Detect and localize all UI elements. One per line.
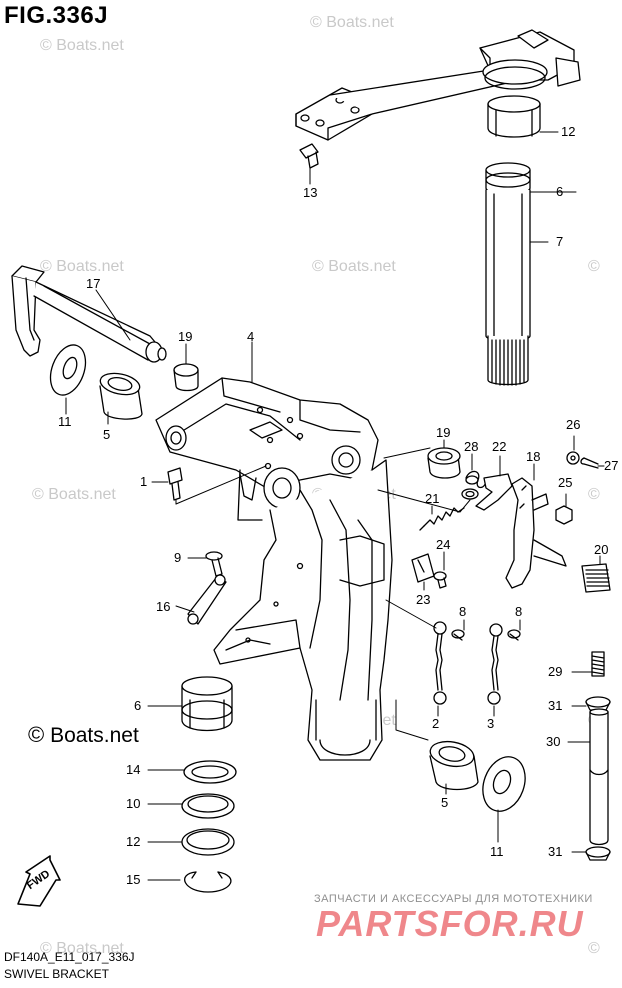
leader-lines: [65, 131, 605, 881]
pin-part: [566, 451, 580, 465]
washer-part: [49, 344, 87, 396]
bushing-part: [99, 372, 143, 420]
callout-label: 16: [156, 599, 171, 614]
washer-part: [183, 760, 237, 784]
callout-label: 12: [561, 124, 576, 139]
bolt-part: [451, 629, 465, 641]
callout-label: 31: [548, 698, 563, 713]
shaft-collar-part: [487, 95, 541, 138]
callout-label: 29: [548, 664, 563, 679]
callout-label: 21: [425, 491, 440, 506]
callout-label: 24: [436, 537, 451, 552]
ground-wire-part: [487, 623, 503, 705]
callout-label: 13: [303, 185, 318, 200]
promo-logo: PARTSFOR.RU: [316, 903, 584, 944]
watermark-large: © Boats.net: [28, 722, 139, 747]
watermark: ©: [588, 940, 600, 957]
bolt-part: [167, 467, 183, 501]
callout-label: 8: [515, 604, 523, 619]
bushing-part: [181, 676, 233, 732]
promo-text: ЗАПЧАСТИ И АКСЕССУАРЫ ДЛЯ МОТОТЕХНИКИ: [314, 893, 593, 905]
fwd-arrow-icon: [17, 855, 61, 907]
tilt-lever-part: [11, 265, 167, 363]
callout-label: 28: [464, 439, 479, 454]
bushing-part: [429, 740, 479, 791]
callout-label: 12: [126, 834, 141, 849]
callout-label: 18: [526, 449, 541, 464]
callout-label: 5: [103, 427, 111, 442]
callout-label: 30: [546, 734, 561, 749]
swivel-bracket-body: [155, 377, 393, 761]
callout-label: 9: [174, 550, 182, 565]
watermark: © Boats.net: [40, 258, 124, 275]
callout-label: 2: [432, 716, 440, 731]
callout-label: 17: [86, 276, 101, 291]
watermark: © Boats.net: [310, 14, 394, 31]
snap-ring-part: [184, 871, 232, 893]
callout-label: 6: [556, 184, 564, 199]
washer-part: [482, 756, 526, 812]
callout-label: 11: [58, 414, 72, 429]
bushing-part: [427, 447, 461, 479]
callout-label: 23: [416, 592, 431, 607]
callout-label: 22: [492, 439, 507, 454]
tilt-lock-lever: [505, 477, 567, 589]
callout-label: 7: [556, 234, 564, 249]
callout-label: 26: [566, 417, 581, 432]
hose-clamp-part: [585, 846, 611, 861]
figure-title: FIG.336J: [4, 2, 109, 29]
watermark: ©: [588, 486, 600, 503]
bolt-part: [507, 629, 521, 641]
callout-label: 14: [126, 762, 141, 777]
grease-nipple-part: [591, 651, 605, 677]
watermark: © Boats.net: [32, 486, 116, 503]
callout-label: 27: [604, 458, 619, 473]
stopper-part: [187, 574, 227, 625]
callout-label: 8: [459, 604, 467, 619]
grip-part: [581, 563, 611, 593]
callout-label: 3: [487, 716, 495, 731]
figure-code: DF140A_E11_017_336J: [4, 950, 135, 964]
callout-label: 31: [548, 844, 563, 859]
watermark: © Boats.net: [40, 940, 124, 957]
steering-bracket: [295, 29, 581, 141]
callout-label: 5: [441, 795, 449, 810]
ground-wire-part: [433, 621, 447, 705]
cotter-pin-part: [580, 457, 599, 469]
callout-label: 6: [134, 698, 142, 713]
hose-clamp-part: [585, 696, 611, 711]
hose-part: [589, 708, 609, 846]
callout-label: 20: [594, 542, 609, 557]
bolt-part: [433, 571, 447, 589]
nut-part: [555, 505, 573, 525]
plate-part: [411, 553, 435, 583]
watermark: © Boats.net: [40, 37, 124, 54]
callout-label: 1: [140, 474, 148, 489]
bolt-part: [205, 551, 223, 577]
washer-part: [181, 793, 235, 819]
watermark: ©: [588, 258, 600, 275]
callout-label: 11: [490, 844, 504, 859]
callout-label: 15: [126, 872, 141, 887]
callout-label: 4: [247, 329, 255, 344]
callout-label: 19: [436, 425, 451, 440]
tilt-lock-hook: [475, 473, 513, 511]
watermark: © Boats.net: [312, 258, 396, 275]
spring-part: [461, 470, 487, 500]
callout-label: 10: [126, 796, 141, 811]
callout-label: 19: [178, 329, 193, 344]
figure-name: SWIVEL BRACKET: [4, 967, 109, 981]
swivel-shaft-part: [485, 162, 531, 386]
bushing-part: [173, 363, 199, 392]
callout-label: 25: [558, 475, 573, 490]
washer-part: [181, 828, 235, 856]
bolt-part: [299, 143, 319, 169]
